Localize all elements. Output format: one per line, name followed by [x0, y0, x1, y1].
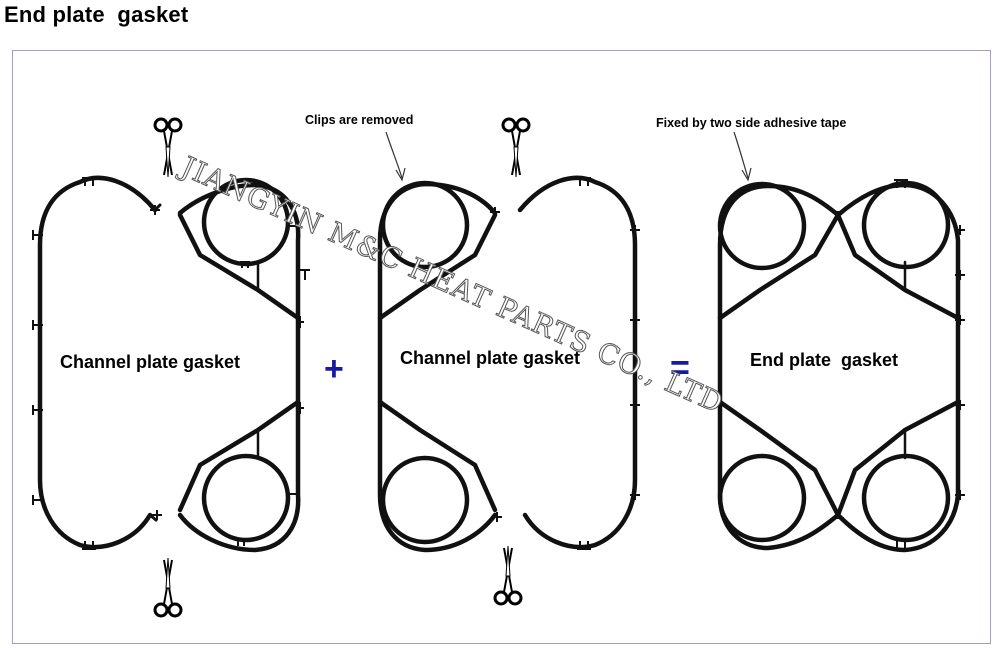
label-channel-gasket-middle: Channel plate gasket	[400, 348, 581, 368]
annotation-arrows	[385, 131, 752, 182]
label-channel-gasket-left: Channel plate gasket	[60, 352, 241, 372]
annotation-adhesive-tape: Fixed by two side adhesive tape	[656, 116, 847, 130]
gasket-left-clips	[32, 177, 310, 550]
annotation-clips-removed: Clips are removed	[305, 113, 414, 127]
plus-operator: +	[324, 350, 344, 388]
scissors-icon	[501, 117, 531, 179]
page-title: End plate gasket	[4, 2, 189, 27]
equals-operator: =	[670, 349, 690, 387]
scissors-icon	[153, 556, 183, 618]
label-end-plate-gasket: End plate gasket	[750, 350, 899, 370]
gasket-middle-clips	[490, 177, 640, 550]
channel-gasket-middle	[377, 175, 638, 553]
scissors-icon	[493, 544, 523, 606]
end-plate-clips	[832, 179, 965, 550]
diagram-frame	[12, 50, 991, 644]
scissors-icon	[153, 117, 183, 179]
